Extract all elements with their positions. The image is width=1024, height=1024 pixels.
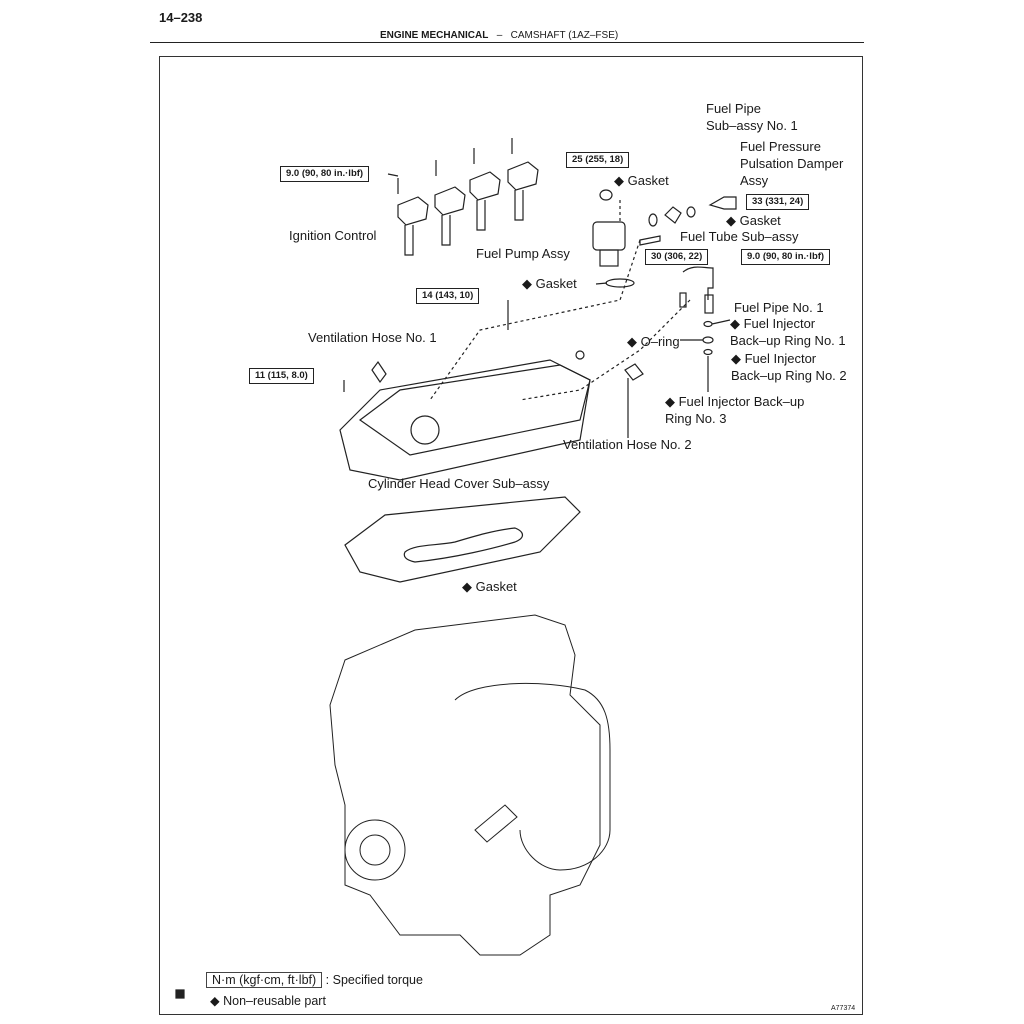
torque-damper: 33 (331, 24) bbox=[746, 194, 810, 210]
label-line: Back–up Ring No. 1 bbox=[730, 333, 846, 348]
page-number: 14–238 bbox=[159, 10, 203, 25]
label-gasket-damper: ◆ Gasket bbox=[726, 213, 781, 228]
label-fuel-pipe-1: Fuel Pipe No. 1 bbox=[734, 300, 824, 315]
label-head-gasket: ◆ Gasket bbox=[462, 579, 517, 594]
label-vent-hose-1: Ventilation Hose No. 1 bbox=[308, 330, 437, 345]
label-line: ◆ Fuel Injector bbox=[730, 316, 816, 331]
fuel-pipe-parts bbox=[343, 196, 737, 438]
label-fuel-pump: Fuel Pump Assy bbox=[476, 246, 570, 261]
label-vent-hose-2: Ventilation Hose No. 2 bbox=[563, 437, 692, 452]
note-icon bbox=[175, 989, 185, 999]
torque-pipe-union: 30 (306, 22) bbox=[645, 249, 709, 265]
torque-pump-nut: 25 (255, 18) bbox=[566, 152, 630, 168]
figure-id: A77374 bbox=[831, 1005, 856, 1012]
label-line: Ring No. 3 bbox=[665, 411, 727, 426]
legend-torque-desc: : Specified torque bbox=[325, 973, 423, 987]
torque-cover-bolt-14: 14 (143, 10) bbox=[416, 288, 480, 304]
label-line: Back–up Ring No. 2 bbox=[731, 368, 847, 383]
head-cover-gasket bbox=[344, 496, 581, 583]
label-head-cover: Cylinder Head Cover Sub–assy bbox=[368, 476, 550, 491]
label-line: Fuel Pressure bbox=[740, 139, 821, 154]
cylinder-head-cover bbox=[339, 350, 591, 481]
legend-torque-unit: N·m (kgf·cm, ft·lbf) bbox=[206, 972, 323, 988]
label-line: Sub–assy No. 1 bbox=[706, 118, 798, 133]
label-fuel-tube: Fuel Tube Sub–assy bbox=[680, 229, 799, 244]
torque-cover-bolt-11: 11 (115, 8.0) bbox=[249, 368, 314, 384]
diagram-frame bbox=[159, 56, 863, 1015]
section-title: ENGINE MECHANICAL bbox=[380, 30, 489, 41]
engine-block bbox=[329, 614, 611, 956]
legend-nonreusable: ◆ Non–reusable part bbox=[210, 994, 326, 1008]
label-ignition-control: Ignition Control bbox=[289, 228, 377, 243]
subsection-title: CAMSHAFT (1AZ–FSE) bbox=[510, 30, 619, 41]
torque-ignition-bolt: 9.0 (90, 80 in.·lbf) bbox=[280, 166, 370, 182]
label-line: Pulsation Damper bbox=[740, 156, 844, 171]
ignition-coils bbox=[387, 138, 539, 256]
fuel-pump-assy bbox=[592, 189, 635, 288]
label-gasket-pump-top: ◆ Gasket bbox=[614, 173, 669, 188]
label-line: Assy bbox=[740, 173, 769, 188]
label-gasket-pump-bottom: ◆ Gasket bbox=[522, 276, 577, 291]
label-line: ◆ Fuel Injector Back–up bbox=[665, 394, 805, 409]
torque-pipe-bolt: 9.0 (90, 80 in.·lbf) bbox=[741, 249, 831, 265]
label-line: Fuel Pipe bbox=[706, 101, 761, 116]
header-rule bbox=[150, 42, 864, 43]
label-o-ring: ◆ O–ring bbox=[627, 334, 680, 349]
section-header: ENGINE MECHANICAL – CAMSHAFT (1AZ–FSE) bbox=[380, 30, 618, 41]
legend-torque: N·m (kgf·cm, ft·lbf) : Specified torque bbox=[206, 971, 423, 989]
label-line: ◆ Fuel Injector bbox=[731, 351, 817, 366]
header-separator: – bbox=[496, 30, 503, 41]
